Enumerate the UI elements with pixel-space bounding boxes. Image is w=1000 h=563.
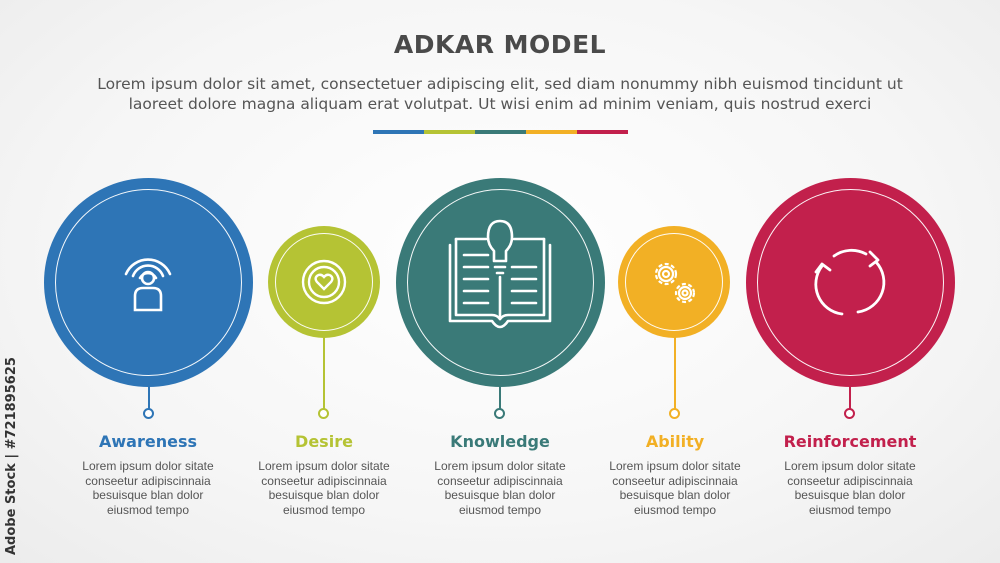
divider-segment-1 — [373, 130, 424, 134]
heart-icon — [301, 259, 347, 305]
stage-circle-ring — [407, 189, 594, 376]
stage-stem — [849, 386, 851, 409]
open-book-bulb-icon — [448, 219, 552, 329]
stage-label: Reinforcement — [783, 432, 917, 451]
stage-stem — [674, 337, 676, 409]
stage-stem — [148, 386, 150, 409]
divider-segment-4 — [526, 130, 577, 134]
gears-icon — [654, 262, 696, 304]
stage-circle-ring — [757, 189, 944, 376]
color-divider — [373, 130, 628, 134]
person-broadcast-icon — [124, 258, 172, 312]
stage-circle-ring — [275, 233, 373, 331]
stage-dot — [494, 408, 505, 419]
stage-dot — [143, 408, 154, 419]
stage-stem — [323, 337, 325, 409]
page-title: ADKAR MODEL — [393, 30, 607, 59]
divider-segment-3 — [475, 130, 526, 134]
stage-label: Ability — [645, 432, 705, 451]
stage-dot — [669, 408, 680, 419]
divider-segment-5 — [577, 130, 628, 134]
stage-label: Knowledge — [450, 432, 550, 451]
stage-dot — [318, 408, 329, 419]
page-subtitle: Lorem ipsum dolor sit amet, consectetuer… — [97, 75, 903, 113]
stage-label: Desire — [295, 432, 353, 451]
cycle-arrows-icon — [814, 248, 886, 316]
stage-label: Awareness — [99, 432, 197, 451]
stage-stem — [499, 386, 501, 409]
stage-circle-ring — [55, 189, 242, 376]
side-credit: Adobe Stock | #721895625 — [4, 357, 19, 555]
stage-circle-ring — [625, 233, 723, 331]
divider-segment-2 — [424, 130, 475, 134]
stage-dot — [844, 408, 855, 419]
